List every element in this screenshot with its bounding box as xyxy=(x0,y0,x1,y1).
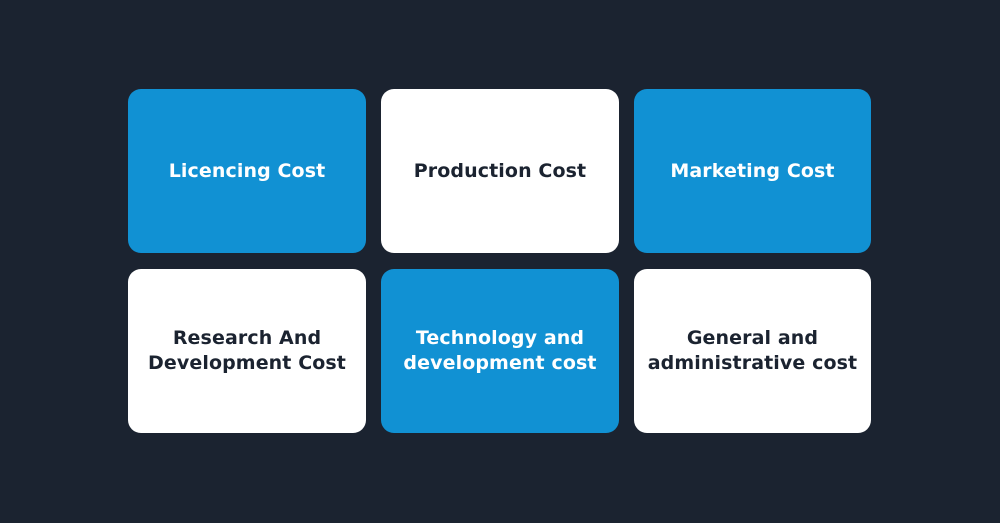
card-label: Licencing Cost xyxy=(168,159,326,182)
card-general-administrative-cost: General and administrative cost xyxy=(634,269,871,433)
card-label: General and administrative cost xyxy=(647,327,858,374)
card-label: Production Cost xyxy=(413,159,587,182)
card-research-development-cost: Research And Development Cost xyxy=(128,269,366,433)
card-marketing-cost: Marketing Cost xyxy=(634,89,871,253)
card-label: Marketing Cost xyxy=(670,159,835,182)
cost-categories-grid: Licencing Cost Production Cost Marketing… xyxy=(128,89,871,433)
card-production-cost: Production Cost xyxy=(381,89,619,253)
card-label: Technology and development cost xyxy=(403,327,597,374)
card-licencing-cost: Licencing Cost xyxy=(128,89,366,253)
card-technology-development-cost: Technology and development cost xyxy=(381,269,619,433)
card-label: Research And Development Cost xyxy=(148,327,346,374)
